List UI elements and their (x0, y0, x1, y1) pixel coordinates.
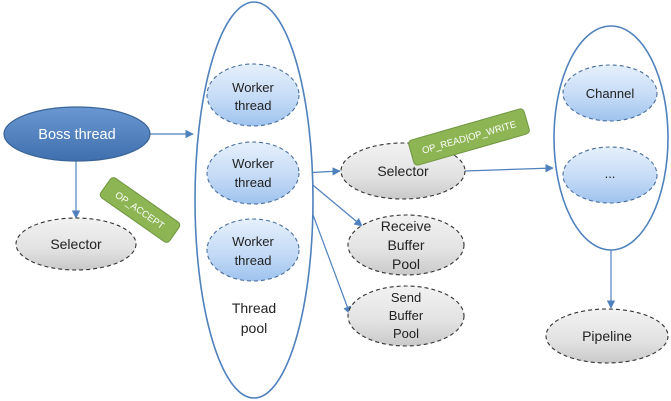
receive-line-2: Buffer (387, 237, 424, 253)
receive-line-1: Receive (381, 218, 432, 234)
send-line-2: Buffer (389, 308, 424, 323)
send-line-1: Send (391, 290, 421, 305)
boss-thread-node[interactable]: Boss thread (3, 106, 151, 162)
worker-3-line-1: Worker (232, 234, 274, 249)
pipeline-node[interactable]: Pipeline (545, 308, 669, 364)
channel-label: Channel (586, 86, 635, 101)
thread-pool-label-1: Thread (232, 300, 276, 316)
send-buffer-pool-node[interactable]: Send Buffer Pool (347, 285, 465, 347)
worker-thread-2[interactable]: Worker thread (206, 141, 300, 205)
worker-1-line-1: Worker (232, 80, 274, 95)
receive-line-3: Pool (392, 256, 420, 272)
selector-left-label: Selector (50, 236, 102, 252)
selector-left-node[interactable]: Selector (15, 217, 137, 271)
channel-node[interactable]: Channel (562, 64, 658, 122)
receive-buffer-pool-node[interactable]: Receive Buffer Pool (347, 214, 465, 276)
worker-thread-3[interactable]: Worker thread (206, 218, 300, 282)
send-line-3: Pool (393, 326, 419, 341)
boss-thread-label: Boss thread (38, 127, 115, 143)
channel-more-node[interactable]: ... (562, 146, 658, 204)
channel-more-label: ... (605, 166, 616, 181)
pipeline-label: Pipeline (582, 328, 632, 344)
worker-3-line-2: thread (235, 253, 272, 268)
worker-thread-1[interactable]: Worker thread (206, 63, 300, 127)
worker-2-line-1: Worker (232, 156, 274, 171)
channel-group-ellipse (553, 25, 669, 251)
thread-pool-label-2: pool (241, 320, 267, 336)
op-read-write-tag: OP_READ|OP_WRITE (408, 108, 530, 166)
worker-1-line-2: thread (235, 98, 272, 113)
worker-2-line-2: thread (235, 175, 272, 190)
arrow-selector-to-channels (464, 164, 554, 173)
selector-mid-label: Selector (377, 163, 429, 179)
